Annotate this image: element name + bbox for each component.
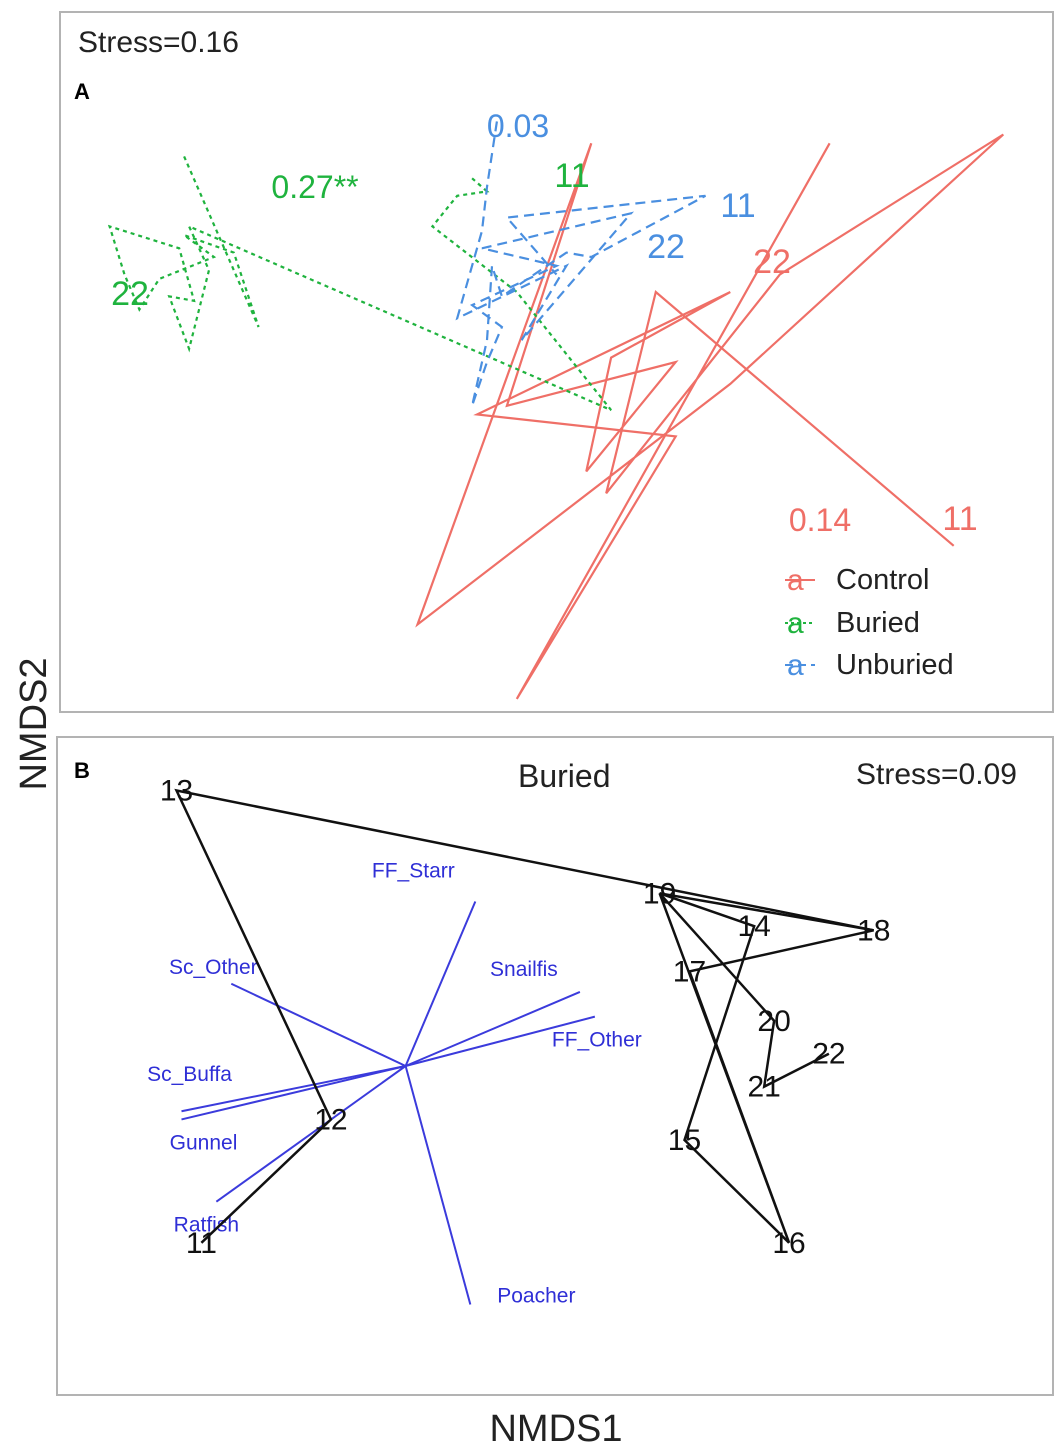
panel-b-frame <box>56 736 1054 1396</box>
series-control-path <box>415 133 1005 700</box>
vector-snailfis <box>405 991 581 1067</box>
vector-label-gunnel: Gunnel <box>170 1131 238 1154</box>
panel-b-point-labels: 13 19 14 18 17 20 22 21 12 15 11 16 <box>160 774 891 1259</box>
panel-b-letter: B <box>74 758 90 783</box>
panel-a-point-labels: 22 11 11 22 11 22 <box>111 157 978 538</box>
panel-a-stress: Stress=0.16 <box>78 26 239 59</box>
site-connection-path3 <box>659 892 790 1244</box>
series-buried-stat: 0.27** <box>271 169 358 205</box>
site-label: 22 <box>812 1038 845 1071</box>
series-unburied-point-label: 22 <box>647 228 685 266</box>
legend-key-unburied: a <box>787 649 804 682</box>
vector-gunnel <box>181 1065 406 1121</box>
site-label: 11 <box>186 1227 217 1260</box>
site-label: 12 <box>314 1103 347 1136</box>
panel-a-letter: A <box>74 79 90 104</box>
site-connection-path <box>174 788 874 1244</box>
legend: a Control a Buried a Unburied <box>785 564 954 682</box>
series-control-point-label: 11 <box>942 500 977 538</box>
vector-label-ratfish: Ratfish <box>174 1214 239 1237</box>
series-unburied-stat: 0.03 <box>487 108 549 144</box>
series-buried-point-label: 11 <box>554 157 589 195</box>
panel-a-frame <box>59 11 1054 713</box>
vector-poacher <box>404 1065 472 1305</box>
site-label: 17 <box>673 955 706 988</box>
panel-a-stats: 0.14 0.27** 0.03 <box>271 108 851 538</box>
series-buried-path <box>107 155 612 412</box>
vector-label-sc-other: Sc_Other <box>169 956 258 979</box>
site-label: 19 <box>643 877 676 910</box>
panel-a-lines <box>107 121 1005 700</box>
x-axis-title: NMDS1 <box>489 1408 622 1449</box>
vector-sc-other <box>230 982 407 1067</box>
vector-label-snailfis: Snailfis <box>490 958 558 981</box>
panel-b-stress: Stress=0.09 <box>856 758 1017 791</box>
site-label: 16 <box>772 1227 805 1260</box>
vector-ff-other <box>405 1015 596 1067</box>
panel-b-lines <box>174 788 874 1244</box>
legend-label-buried: Buried <box>836 607 920 639</box>
panel-b-title: Buried <box>518 758 611 794</box>
site-label: 21 <box>747 1071 780 1104</box>
site-connection-path4 <box>659 892 874 932</box>
vector-label-ff-starr: FF_Starr <box>372 860 455 883</box>
vector-label-poacher: Poacher <box>497 1285 575 1308</box>
y-axis-title: NMDS2 <box>13 657 55 790</box>
series-buried-point-label: 22 <box>111 275 149 313</box>
series-unburied-path <box>455 121 707 407</box>
vector-label-ff-other: FF_Other <box>552 1029 642 1052</box>
site-label: 15 <box>668 1124 701 1157</box>
series-control-point-label: 22 <box>753 243 791 281</box>
site-label: 18 <box>857 914 890 947</box>
series-unburied-point-label: 11 <box>720 187 755 225</box>
site-label: 13 <box>160 774 193 807</box>
site-label: 14 <box>738 910 771 943</box>
vector-sc-buffa <box>181 1065 406 1113</box>
site-label: 20 <box>757 1005 790 1038</box>
vector-ff-starr <box>404 901 477 1067</box>
legend-label-control: Control <box>836 564 930 596</box>
vector-label-sc-buffa: Sc_Buffa <box>147 1063 232 1086</box>
series-control-stat: 0.14 <box>789 502 851 538</box>
vector-ratfish <box>215 1065 407 1203</box>
legend-label-unburied: Unburied <box>836 649 954 681</box>
legend-key-buried: a <box>787 607 804 640</box>
